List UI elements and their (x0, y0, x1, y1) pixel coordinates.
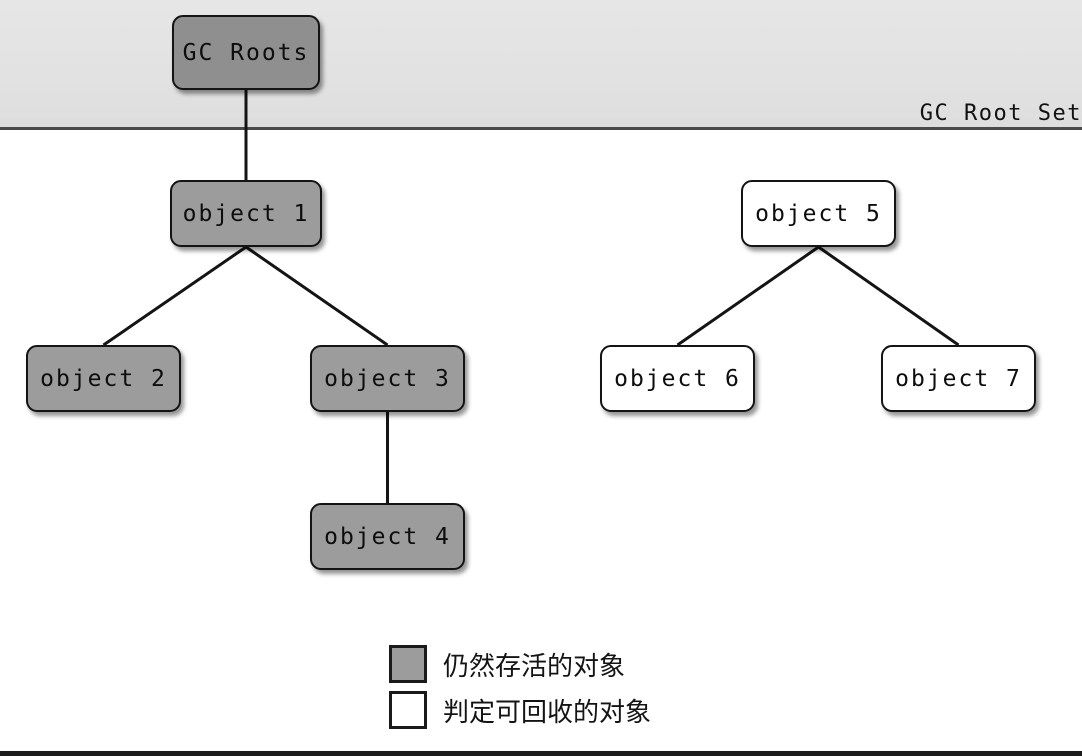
legend: 仍然存活的对象判定可回收的对象 (389, 645, 651, 729)
legend-item-alive: 仍然存活的对象 (389, 645, 651, 683)
node-label: object 3 (324, 365, 451, 392)
node-label: object 6 (614, 365, 741, 392)
node-object-6[interactable]: object 6 (600, 345, 755, 412)
edge-object-5-to-object-6 (676, 245, 820, 347)
node-label: object 4 (324, 523, 451, 550)
node-object-5[interactable]: object 5 (741, 180, 896, 247)
node-label: object 7 (895, 365, 1022, 392)
node-label: GC Roots (182, 39, 310, 66)
legend-label: 判定可回收的对象 (443, 697, 652, 728)
node-object-7[interactable]: object 7 (881, 345, 1036, 412)
node-object-4[interactable]: object 4 (310, 503, 465, 570)
legend-swatch-dead-icon (389, 691, 427, 729)
node-object-1[interactable]: object 1 (170, 180, 322, 247)
node-object-2[interactable]: object 2 (26, 345, 181, 412)
node-label: object 2 (40, 365, 167, 392)
edge-object-5-to-object-7 (817, 245, 960, 347)
node-object-3[interactable]: object 3 (310, 345, 465, 412)
edge-object-1-to-object-2 (102, 245, 247, 347)
legend-item-dead: 判定可回收的对象 (389, 691, 651, 729)
legend-swatch-alive-icon (389, 645, 427, 683)
node-label: object 1 (182, 200, 310, 227)
gc-root-set-label: GC Root Set (919, 101, 1082, 126)
edge-object-1-to-object-3 (245, 245, 389, 347)
node-label: object 5 (755, 200, 882, 227)
legend-label: 仍然存活的对象 (443, 651, 626, 682)
node-gc-roots[interactable]: GC Roots (172, 15, 320, 90)
